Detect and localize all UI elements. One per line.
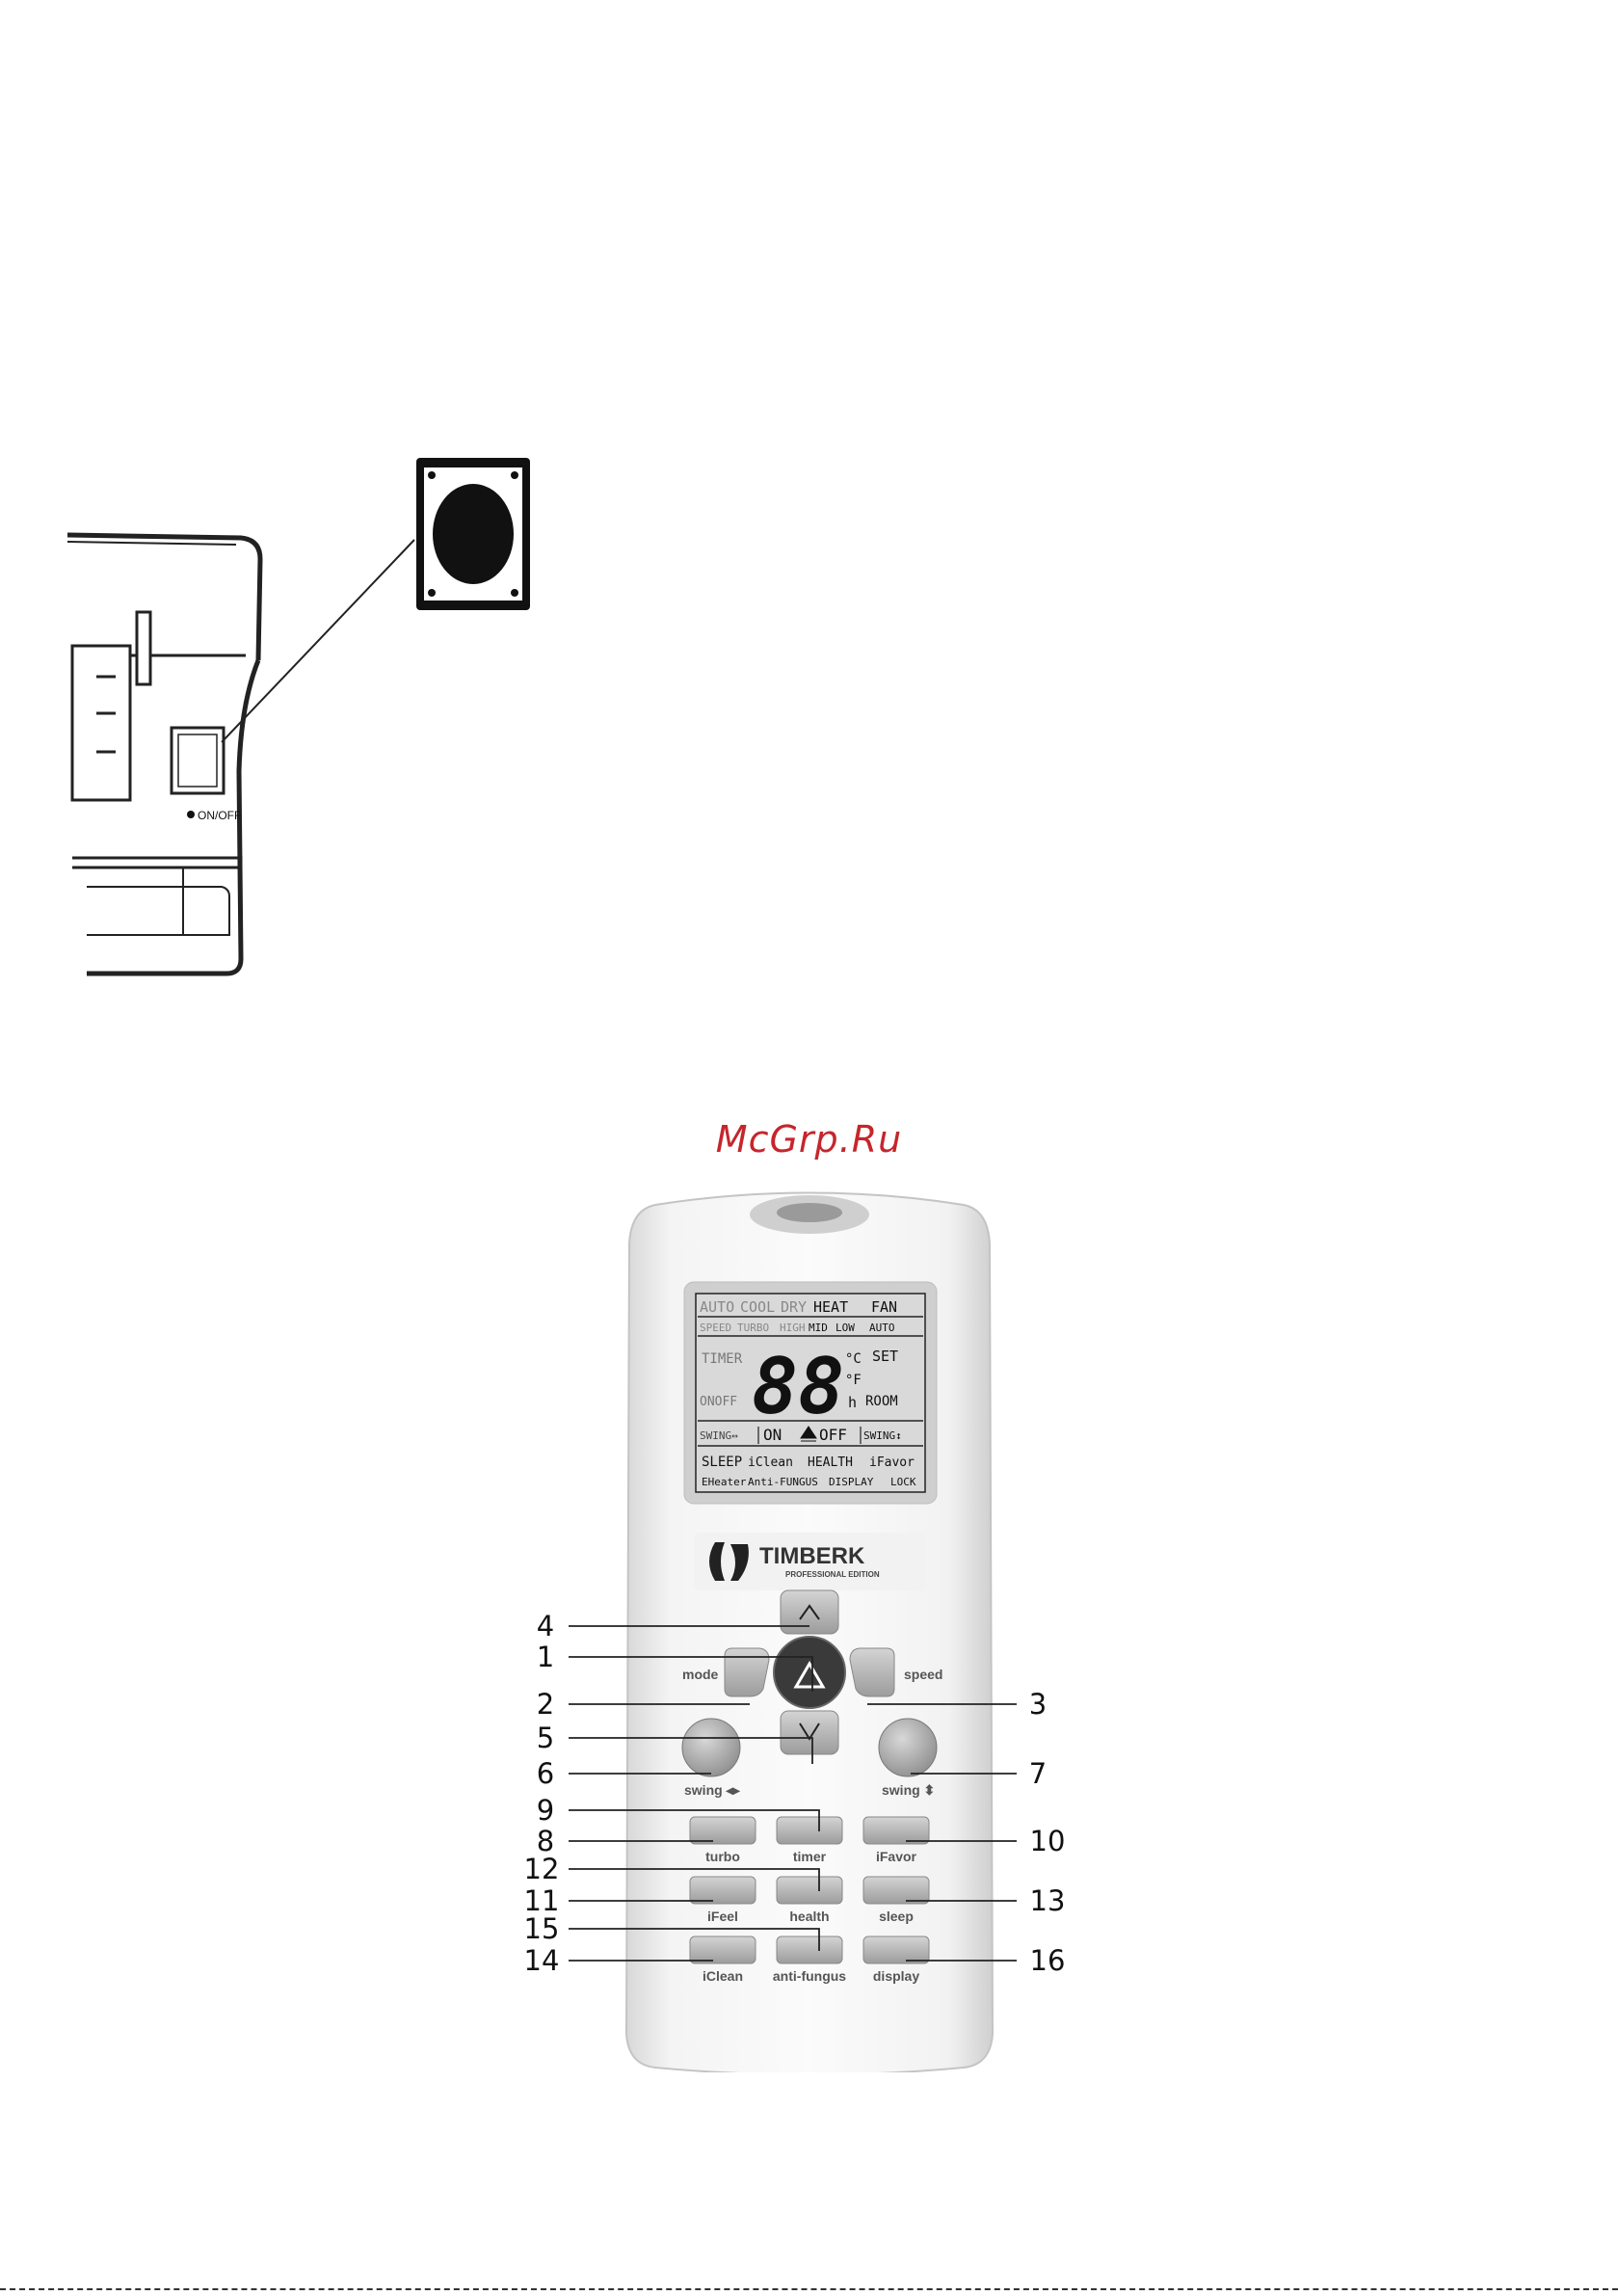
lcd-hours: h	[848, 1394, 857, 1411]
ifeel-button[interactable]	[689, 1876, 756, 1905]
lcd-iclean: iClean	[748, 1455, 793, 1470]
unit-tab	[135, 610, 152, 686]
health-label: health	[789, 1909, 829, 1924]
brand-edition: PROFESSIONAL EDITION	[785, 1570, 880, 1579]
callout-6: 6	[536, 1757, 555, 1790]
indoor-unit-illustration: ON/OFF	[66, 458, 530, 976]
remote-control: AUTO COOL DRY HEAT FAN SPEED TURBO HIGH …	[624, 1191, 995, 2072]
lcd-mode-auto: AUTO	[700, 1298, 734, 1316]
turbo-button[interactable]	[689, 1816, 756, 1845]
lcd-set: SET	[872, 1348, 898, 1365]
turbo-label: turbo	[705, 1849, 740, 1864]
onoff-indicator-dot	[187, 811, 195, 818]
lcd-mode-fan: FAN	[871, 1298, 897, 1316]
lcd-celsius: °C	[845, 1351, 862, 1367]
sleep-button[interactable]	[862, 1876, 930, 1905]
lcd-lock: LOCK	[890, 1476, 916, 1488]
callout-12: 12	[523, 1853, 560, 1885]
health-button[interactable]	[776, 1876, 843, 1905]
lcd-speed-auto: AUTO	[869, 1322, 895, 1334]
callout-16: 16	[1029, 1944, 1066, 1977]
temp-down-button[interactable]	[780, 1710, 839, 1755]
onoff-label: ON/OFF	[198, 809, 241, 822]
swing-horizontal-button[interactable]	[681, 1718, 741, 1777]
lcd-speed-high: HIGH	[780, 1322, 806, 1334]
temp-up-button[interactable]	[780, 1589, 839, 1635]
callout-15: 15	[523, 1912, 560, 1945]
lcd-onoff: ONOFF	[700, 1395, 737, 1409]
callout-14: 14	[523, 1944, 560, 1977]
unit-housing-front	[87, 659, 261, 976]
power-button[interactable]	[773, 1636, 846, 1709]
chevron-up-icon	[799, 1604, 820, 1620]
lcd-speed-turbo: TURBO	[737, 1322, 769, 1334]
mode-button[interactable]	[724, 1647, 770, 1697]
timer-button[interactable]	[776, 1816, 843, 1845]
lcd-lock-triangle-icon	[800, 1426, 817, 1442]
callout-10: 10	[1029, 1825, 1066, 1857]
lcd-mode-cool: COOL	[740, 1298, 775, 1316]
speed-label: speed	[904, 1667, 942, 1682]
callout-13: 13	[1029, 1884, 1066, 1917]
callout-3: 3	[1028, 1688, 1048, 1721]
lcd-eheater: EHeater	[702, 1476, 747, 1488]
zoom-leader-line	[221, 539, 415, 743]
lcd-speed-mid: MID	[809, 1322, 828, 1334]
brand-name: TIMBERK	[759, 1543, 865, 1569]
sleep-label: sleep	[879, 1909, 914, 1924]
ifavor-label: iFavor	[876, 1849, 917, 1864]
unit-housing-top	[66, 532, 263, 661]
callout-4: 4	[536, 1610, 555, 1642]
lcd-speed-label: SPEED	[700, 1322, 731, 1334]
lcd-mode-dry: DRY	[781, 1298, 807, 1316]
iclean-label: iClean	[703, 1968, 743, 1984]
zoomed-button-circle	[433, 484, 514, 584]
ifavor-button[interactable]	[862, 1816, 930, 1845]
display-button[interactable]	[862, 1936, 930, 1964]
lcd-ifavor: iFavor	[869, 1455, 915, 1470]
swing-vertical-label: swing ⬍	[882, 1782, 935, 1798]
lcd-timer: TIMER	[702, 1351, 743, 1367]
swing-horizontal-label: swing ◂▸	[684, 1782, 741, 1798]
page-bottom-rule	[0, 2288, 1618, 2290]
lcd-room: ROOM	[865, 1394, 898, 1409]
display-label: display	[873, 1968, 919, 1984]
lcd-fahrenheit: °F	[845, 1373, 862, 1388]
lcd-swing-right: SWING↕	[863, 1429, 902, 1442]
watermark-text: McGrp.Ru	[715, 1118, 903, 1161]
lcd-display: DISPLAY	[829, 1476, 874, 1488]
lcd-digits: 88	[752, 1342, 844, 1431]
callout-9: 9	[536, 1794, 555, 1827]
lcd-swing-left: SWING↔	[700, 1429, 738, 1442]
callout-2: 2	[536, 1688, 555, 1721]
callout-8: 8	[536, 1825, 555, 1857]
callout-1: 1	[536, 1641, 555, 1673]
swing-vertical-button[interactable]	[878, 1718, 938, 1777]
callout-5: 5	[536, 1722, 555, 1754]
ifeel-label: iFeel	[707, 1909, 738, 1924]
lcd-screen	[695, 1293, 926, 1493]
unit-left-panel	[70, 644, 132, 802]
lcd-speed-low: LOW	[836, 1322, 855, 1334]
callout-11: 11	[523, 1884, 560, 1917]
onoff-button-outline	[170, 726, 225, 795]
callout-7: 7	[1028, 1757, 1048, 1790]
lcd-on: ON	[763, 1426, 782, 1444]
mode-label: mode	[682, 1667, 719, 1682]
lcd-antifungus: Anti-FUNGUS	[748, 1476, 818, 1488]
iclean-button[interactable]	[689, 1936, 756, 1964]
timer-label: timer	[793, 1849, 827, 1864]
antifungus-button[interactable]	[776, 1936, 843, 1964]
lcd-sleep: SLEEP	[702, 1455, 742, 1470]
lcd-health: HEALTH	[808, 1455, 853, 1470]
lcd-mode-heat: HEAT	[813, 1298, 848, 1316]
speed-button[interactable]	[849, 1647, 895, 1697]
timberk-logo-icon	[709, 1542, 749, 1581]
antifungus-label: anti-fungus	[773, 1968, 846, 1984]
lcd-off: OFF	[819, 1426, 847, 1444]
